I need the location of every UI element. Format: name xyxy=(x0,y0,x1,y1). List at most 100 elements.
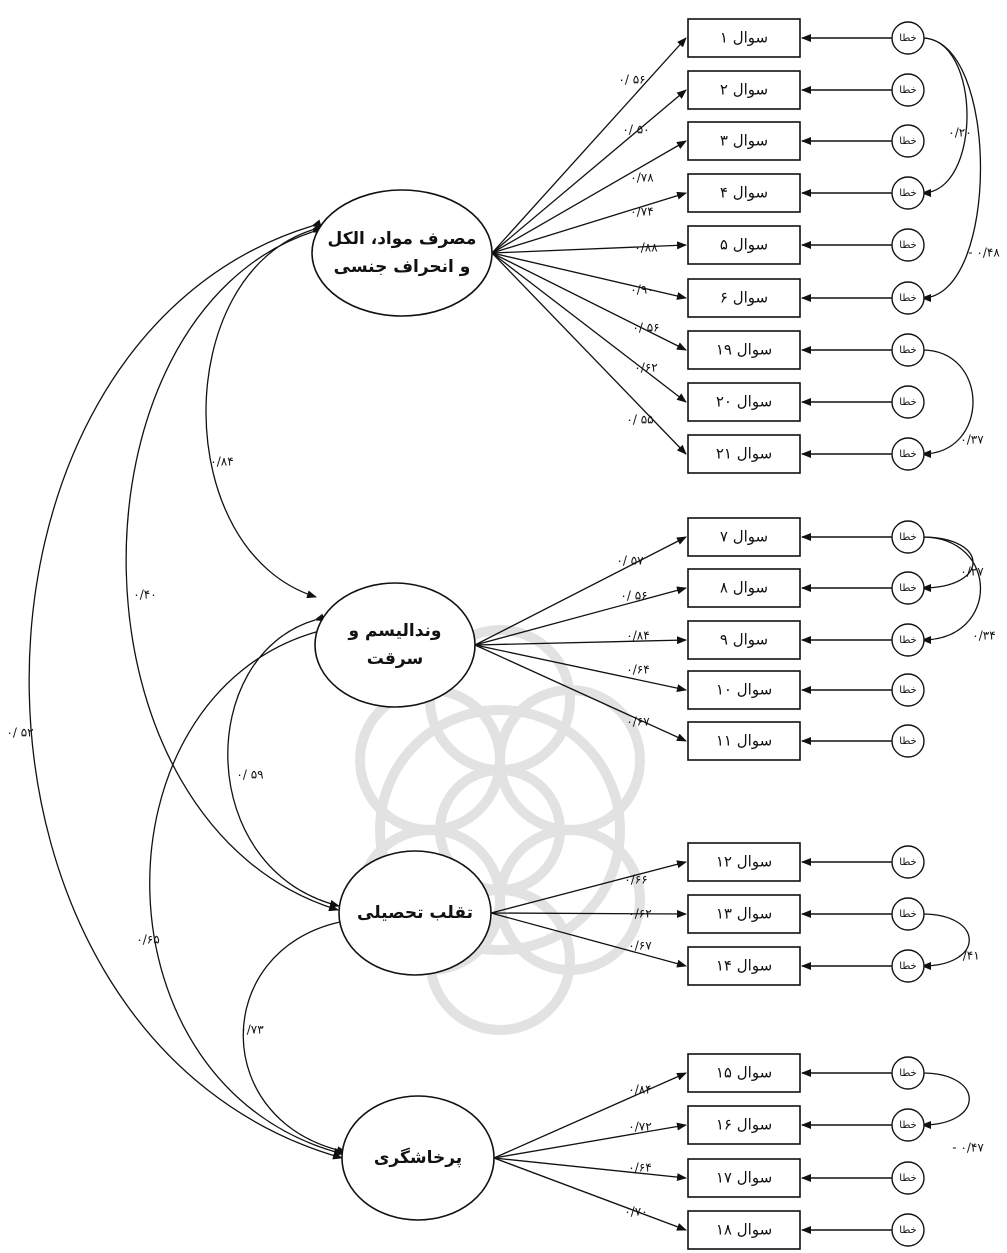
loading-value: ۰/۶۶ xyxy=(624,873,647,887)
error-term xyxy=(891,520,925,554)
loading-value: ۰/۶۲ xyxy=(634,361,657,375)
error-covariance-arrow xyxy=(912,532,974,592)
error-term xyxy=(891,228,925,262)
item-box xyxy=(687,225,801,265)
item-box xyxy=(687,894,801,934)
item-box xyxy=(687,278,801,318)
loading-arrow xyxy=(474,644,687,693)
latent-l2 xyxy=(314,582,476,708)
item-label: سوال ۵ xyxy=(720,236,768,254)
loading-value: ۰/۸۸ xyxy=(634,241,658,255)
correlation-value: ۰/۸۴ xyxy=(210,455,233,469)
latent-label: پرخاشگری xyxy=(374,1147,462,1168)
covariance-value: ۰/۲۷ xyxy=(960,565,984,579)
error-covariance-arrow xyxy=(912,33,982,302)
item-box xyxy=(687,1105,801,1145)
error-term xyxy=(891,176,925,210)
loading-value: ۰/۹۰ xyxy=(630,283,653,297)
correlation-arrow xyxy=(227,613,340,908)
latent-l3 xyxy=(338,850,492,976)
latent-label: تقلب تحصیلی xyxy=(357,903,473,923)
item-box xyxy=(687,620,801,660)
error-covariance-arrow xyxy=(912,532,981,644)
item-box xyxy=(687,70,801,110)
correlation-value: ۰/۷۳ xyxy=(240,1023,264,1037)
loading-arrow xyxy=(474,586,687,646)
error-label: خطا xyxy=(899,397,916,408)
error-term xyxy=(891,1056,925,1090)
loading-arrow xyxy=(491,252,687,351)
item-label: سوال ۱۴ xyxy=(716,957,772,975)
item-label: سوال ۹ xyxy=(720,631,768,649)
item-label: سوال ۱۰ xyxy=(716,681,772,699)
latent-l1 xyxy=(311,189,493,317)
error-label: خطا xyxy=(899,736,916,747)
item-box xyxy=(687,517,801,557)
latent-l4 xyxy=(341,1095,495,1221)
covariance-value: ۰/۴۱ xyxy=(956,949,979,963)
paths-layer xyxy=(28,33,982,1234)
loading-arrow xyxy=(474,536,687,646)
loading-value: ۰/۸۴ xyxy=(628,1083,651,1097)
item-label: سوال ۱۸ xyxy=(716,1221,772,1239)
correlation-arrow xyxy=(125,225,339,912)
correlation-arrow xyxy=(242,916,350,1155)
loading-arrow xyxy=(474,644,687,742)
error-label: خطا xyxy=(899,345,916,356)
item-label: سوال ۲۱ xyxy=(716,445,772,463)
item-label: سوال ۱۹ xyxy=(716,341,772,359)
item-label: سوال ۲ xyxy=(720,81,768,99)
error-term xyxy=(891,385,925,419)
loading-value: ۰/۶۷ xyxy=(626,715,650,729)
item-box xyxy=(687,18,801,58)
covariance-value: ۰/۲۰ xyxy=(948,126,971,140)
error-label: خطا xyxy=(899,532,916,543)
error-label: خطا xyxy=(899,293,916,304)
loading-value: ۰/۷۸ xyxy=(630,171,654,185)
item-box xyxy=(687,330,801,370)
error-term xyxy=(891,571,925,605)
error-label: خطا xyxy=(899,635,916,646)
loading-arrow xyxy=(491,252,687,300)
item-box xyxy=(687,1210,801,1250)
correlation-arrow xyxy=(149,625,344,1156)
error-term xyxy=(891,724,925,758)
loading-value: ۰/ ۵۶ xyxy=(618,73,645,87)
loading-value: ۰/۶۲ xyxy=(628,907,651,921)
item-label: سوال ۱ xyxy=(720,29,768,47)
loading-value: ۰/۷۴ xyxy=(630,205,653,219)
item-box xyxy=(687,1158,801,1198)
error-covariance-arrow xyxy=(912,1068,970,1129)
loading-value: ۰/۶۴ xyxy=(626,663,649,677)
error-covariance-arrow xyxy=(912,345,974,458)
error-label: خطا xyxy=(899,1068,916,1079)
loading-arrow xyxy=(491,252,687,455)
item-label: سوال ۱۱ xyxy=(716,732,772,750)
item-box xyxy=(687,842,801,882)
item-label: سوال ۷ xyxy=(720,528,768,546)
loading-arrow xyxy=(491,241,687,254)
item-label: سوال ۲۰ xyxy=(716,393,772,411)
error-label: خطا xyxy=(899,136,916,147)
error-term xyxy=(891,1213,925,1247)
item-label: سوال ۸ xyxy=(720,579,768,597)
loading-arrow xyxy=(491,140,687,254)
error-label: خطا xyxy=(899,909,916,920)
correlation-arrow xyxy=(205,223,322,599)
correlation-value: ۰/۶۵ xyxy=(136,933,159,947)
error-term xyxy=(891,124,925,158)
error-label: خطا xyxy=(899,583,916,594)
error-term xyxy=(891,673,925,707)
loading-value: ۰/۷۲ xyxy=(628,1120,651,1134)
error-label: خطا xyxy=(899,1120,916,1131)
error-term xyxy=(891,21,925,55)
item-box xyxy=(687,721,801,761)
item-label: سوال ۴ xyxy=(720,184,768,202)
loading-value: ۰/۶۷ xyxy=(628,939,652,953)
item-box xyxy=(687,121,801,161)
error-term xyxy=(891,623,925,657)
item-label: سوال ۱۶ xyxy=(716,1116,772,1134)
loading-arrow xyxy=(474,636,687,646)
